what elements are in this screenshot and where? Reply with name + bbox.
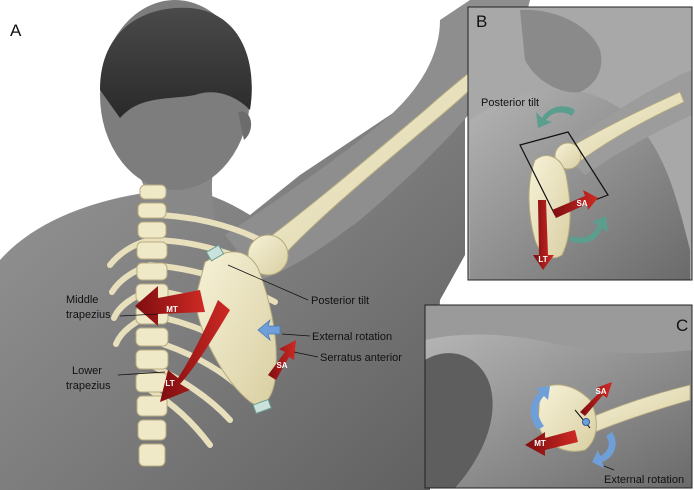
mt-tag: MT (166, 305, 178, 314)
c-mt-tag: MT (534, 439, 546, 448)
c-axis-point (583, 419, 590, 426)
panel-label-c: C (676, 316, 688, 335)
panel-label-b: B (476, 12, 487, 31)
label-middle-trapezius-1: Middle (66, 294, 98, 306)
label-posterior-tilt-a: Posterior tilt (311, 295, 369, 307)
label-external-rotation-a: External rotation (312, 331, 392, 343)
label-external-rotation-c: External rotation (604, 474, 684, 486)
panel-label-a: A (10, 21, 22, 40)
label-serratus-anterior: Serratus anterior (320, 352, 402, 364)
panel-b: LT SA B Posterior tilt (468, 7, 692, 280)
label-lower-trapezius-2: trapezius (66, 380, 111, 392)
label-lower-trapezius-1: Lower (72, 365, 102, 377)
lt-tag: LT (165, 379, 174, 388)
c-sa-tag: SA (595, 387, 606, 396)
panel-c: MT SA C External rotation (425, 305, 692, 488)
b-sa-tag: SA (576, 199, 587, 208)
sa-tag: SA (276, 361, 287, 370)
b-lt-tag: LT (538, 255, 547, 264)
label-middle-trapezius-2: trapezius (66, 309, 111, 321)
label-posterior-tilt-b: Posterior tilt (481, 97, 539, 109)
